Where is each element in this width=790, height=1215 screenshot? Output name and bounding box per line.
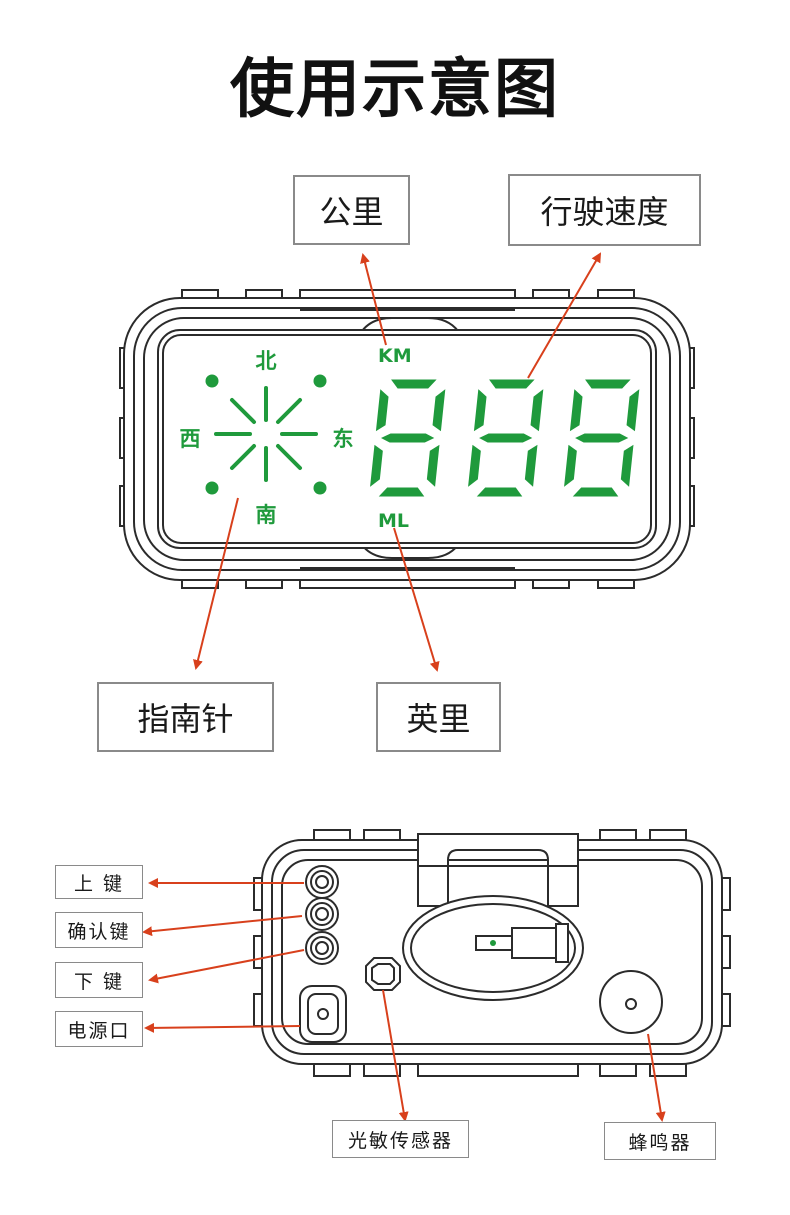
compass-dot-nw [205, 374, 219, 388]
arrow-compass [193, 497, 239, 670]
arrow-down-key [148, 949, 305, 984]
digit-3 [560, 376, 643, 500]
compass-west-label: 西 [180, 427, 201, 451]
compass [205, 374, 327, 495]
page-title: 使用示意图 [230, 53, 560, 127]
confirm-key-label: 确认键 [55, 912, 143, 948]
compass-dot-se [313, 481, 327, 495]
arrow-speed [527, 252, 602, 379]
compass-dot-ne [313, 374, 327, 388]
front-arrows [193, 252, 602, 672]
down-key-button[interactable] [305, 931, 339, 965]
power-port[interactable] [299, 985, 347, 1043]
ml-unit-label: ML [378, 510, 409, 532]
km-callout-box: 公里 [293, 175, 410, 245]
compass-south-label: 南 [256, 503, 277, 527]
compass-north-label: 北 [256, 349, 277, 373]
arrow-light-sensor [382, 989, 409, 1122]
compass-east-label: 东 [333, 427, 354, 451]
digit-2 [464, 376, 547, 500]
arrow-km [360, 253, 387, 346]
back-arrows [142, 878, 666, 1122]
km-unit-label: KM [378, 345, 412, 367]
down-key-label: 下 键 [55, 962, 143, 998]
arrow-confirm-key [142, 915, 303, 937]
compass-needle-icon [214, 386, 318, 482]
up-key-label: 上 键 [55, 865, 143, 899]
buzzer-label: 蜂鸣器 [604, 1122, 716, 1160]
arrow-power-port [144, 1022, 301, 1033]
up-key-button[interactable] [305, 865, 339, 899]
speed-digits [366, 376, 643, 500]
compass-dot-sw [205, 481, 219, 495]
arrow-mile [393, 527, 440, 672]
light-sensor [365, 957, 401, 991]
digit-1 [366, 376, 449, 500]
confirm-key-button[interactable] [305, 897, 339, 931]
buzzer [599, 970, 663, 1034]
compass-callout-box: 指南针 [97, 682, 274, 752]
speed-callout-box: 行驶速度 [508, 174, 701, 246]
arrow-buzzer [647, 1033, 666, 1122]
mile-callout-box: 英里 [376, 682, 501, 752]
power-port-label: 电源口 [55, 1011, 143, 1047]
light-sensor-label: 光敏传感器 [332, 1120, 469, 1158]
